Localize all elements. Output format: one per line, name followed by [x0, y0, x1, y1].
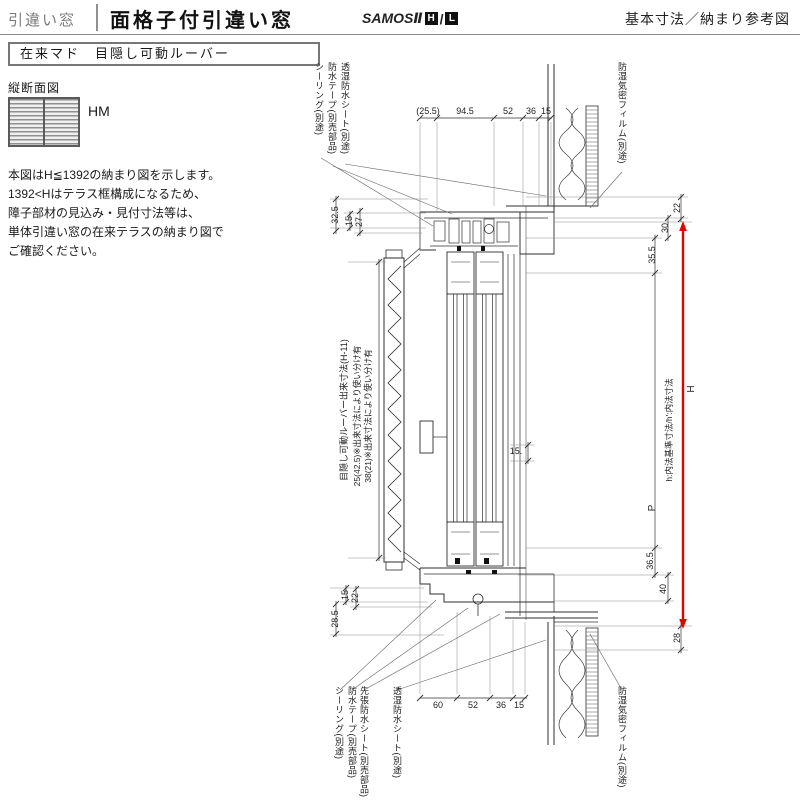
louver-window-icon — [8, 97, 80, 147]
window-category-label: 引違い窓 — [8, 12, 77, 29]
dim-top-15: 15 — [540, 106, 551, 116]
callout-sheet-top: 透湿防水シート(別途) — [340, 62, 350, 155]
subtitle-box: 在来マド 目隠し可動ルーバー — [8, 42, 320, 66]
note-line: ご確認ください。 — [8, 244, 105, 258]
dim-left-b-22: 22 — [350, 593, 360, 604]
callout-sheet-bottom: 透湿防水シート(別途) — [392, 686, 402, 779]
usage-note-a: 25(42.5)※出来寸法により使い分け有 — [352, 345, 362, 487]
dim-left-b-28-5: 28.5 — [330, 610, 340, 628]
dim-top-36: 36 — [525, 106, 536, 116]
dim-right-28: 28 — [672, 633, 682, 644]
callout-tape-bottom: 防水テープ(別売部品) — [347, 686, 357, 779]
series-name: SAMOSⅡ — [362, 10, 423, 26]
icon-code-label: HM — [88, 103, 110, 119]
note-line: 本図はH≦1392の納まり図を示します。 — [8, 168, 221, 182]
note-block: 本図はH≦1392の納まり図を示します。 1392<Hはテラス框構成になるため、… — [8, 166, 312, 261]
dim-right-35-5: 35.5 — [647, 246, 657, 264]
inner-dim-note: h:内法基準寸法/h':内法寸法 — [664, 378, 674, 482]
dim-bottom-15: 15 — [513, 700, 524, 710]
sill-frame — [419, 567, 598, 619]
dim-right-30: 30 — [660, 223, 670, 234]
note-line: 1392<Hはテラス框構成になるため、 — [8, 187, 207, 201]
callout-film-top: 防湿気密フィルム(別途) — [617, 62, 627, 164]
dim-gap-15: 15. — [509, 446, 523, 456]
header-divider — [96, 4, 98, 31]
dim-top-52: 52 — [502, 106, 513, 116]
dim-left-27: 27 — [354, 217, 364, 228]
doc-type-label: 基本寸法／納まり参考図 — [625, 11, 790, 27]
interior-casing — [507, 206, 527, 620]
dim-top-25-5: (25.5) — [416, 106, 440, 116]
privacy-louver — [383, 247, 421, 571]
callout-first-sheet-bottom: 先張防水シート(別売部品) — [359, 686, 369, 798]
callout-sealing-bottom: シーリング(別途) — [334, 686, 344, 760]
series-badge: SAMOSⅡ H / L — [362, 10, 459, 27]
series-h-badge: H — [424, 12, 438, 25]
dimension-lines — [332, 114, 685, 702]
callout-film-bottom: 防湿気密フィルム(別途) — [617, 686, 627, 788]
note-line: 単体引違い窓の在来テラスの納まり図で — [8, 225, 224, 239]
section-label: 縦断面図 — [8, 81, 61, 95]
leader-lines — [320, 157, 623, 691]
louver-dim-label: 目隠し可動ルーバー出来寸法(H-11) — [339, 339, 349, 481]
dim-left-32-5: 32.5 — [330, 206, 340, 224]
dim-right-36-5: 36.5 — [645, 552, 655, 570]
sash-section — [419, 251, 504, 567]
wall-section-bottom — [547, 616, 599, 745]
dim-right-P: P — [647, 504, 658, 512]
callout-sealing-top: シーリング(別途) — [314, 62, 324, 136]
note-line: 障子部材の見込み・見付寸法等は、 — [8, 206, 201, 220]
dim-right-H: H — [686, 385, 697, 393]
page-title: 面格子付引違い窓 — [110, 10, 294, 32]
height-arrow — [679, 221, 687, 629]
wall-section-top — [506, 64, 599, 212]
series-l-badge: L — [445, 12, 459, 25]
icon-divider — [43, 99, 45, 145]
callout-tape-top: 防水テープ(別売部品) — [327, 62, 337, 155]
dim-bottom-60: 60 — [432, 700, 443, 710]
window-head-frame — [419, 211, 555, 255]
series-slash: / — [439, 10, 444, 27]
extension-lines — [330, 122, 692, 694]
dim-top-94-5: 94.5 — [456, 106, 474, 116]
dim-bottom-36: 36 — [495, 700, 506, 710]
usage-note-b: 38(21)※出来寸法により使い分け有 — [363, 349, 373, 483]
header-rule — [0, 34, 800, 35]
dim-right-22: 22 — [672, 203, 682, 214]
dim-right-40: 40 — [658, 584, 668, 595]
dim-bottom-52: 52 — [467, 700, 478, 710]
